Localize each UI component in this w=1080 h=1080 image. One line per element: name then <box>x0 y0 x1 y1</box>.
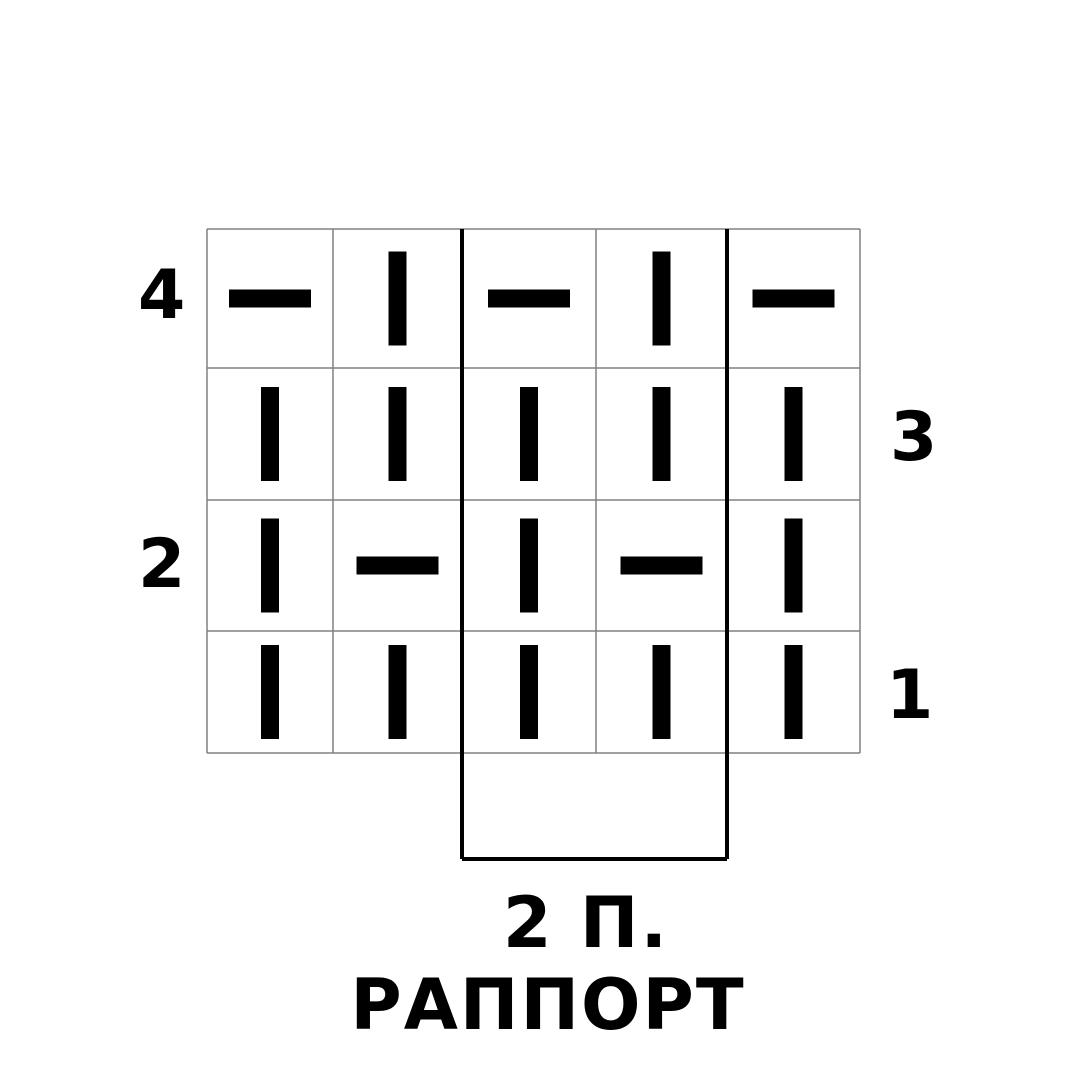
knit-stitch-symbol <box>520 645 538 739</box>
repeat-label: РАППОРТ <box>350 964 746 1046</box>
row-label-2: 2 <box>138 525 186 604</box>
repeat-stitch-count: 2 П. <box>502 882 670 964</box>
knit-stitch-symbol <box>261 387 279 481</box>
knit-stitch-symbol <box>388 645 407 739</box>
knit-stitch-symbol <box>652 387 671 481</box>
knit-stitch-symbol <box>784 387 803 481</box>
stitch-symbols <box>229 251 835 739</box>
knit-stitch-symbol <box>388 387 407 481</box>
knit-stitch-symbol <box>261 645 279 739</box>
purl-stitch-symbol <box>356 556 439 575</box>
knit-stitch-symbol <box>784 518 803 613</box>
row-label-1: 1 <box>886 656 934 735</box>
purl-stitch-symbol <box>229 289 311 308</box>
knit-stitch-symbol <box>784 645 803 739</box>
purl-stitch-symbol <box>620 556 703 575</box>
knit-stitch-symbol <box>520 518 538 613</box>
knit-stitch-symbol <box>520 387 538 481</box>
knit-stitch-symbol <box>261 518 279 613</box>
knit-stitch-symbol <box>652 645 671 739</box>
purl-stitch-symbol <box>488 289 570 308</box>
repeat-bracket <box>460 229 729 861</box>
row-label-4: 4 <box>138 256 186 335</box>
purl-stitch-symbol <box>752 289 835 308</box>
row-label-3: 3 <box>890 398 938 477</box>
knit-stitch-symbol <box>652 251 671 346</box>
knit-stitch-symbol <box>388 251 407 346</box>
